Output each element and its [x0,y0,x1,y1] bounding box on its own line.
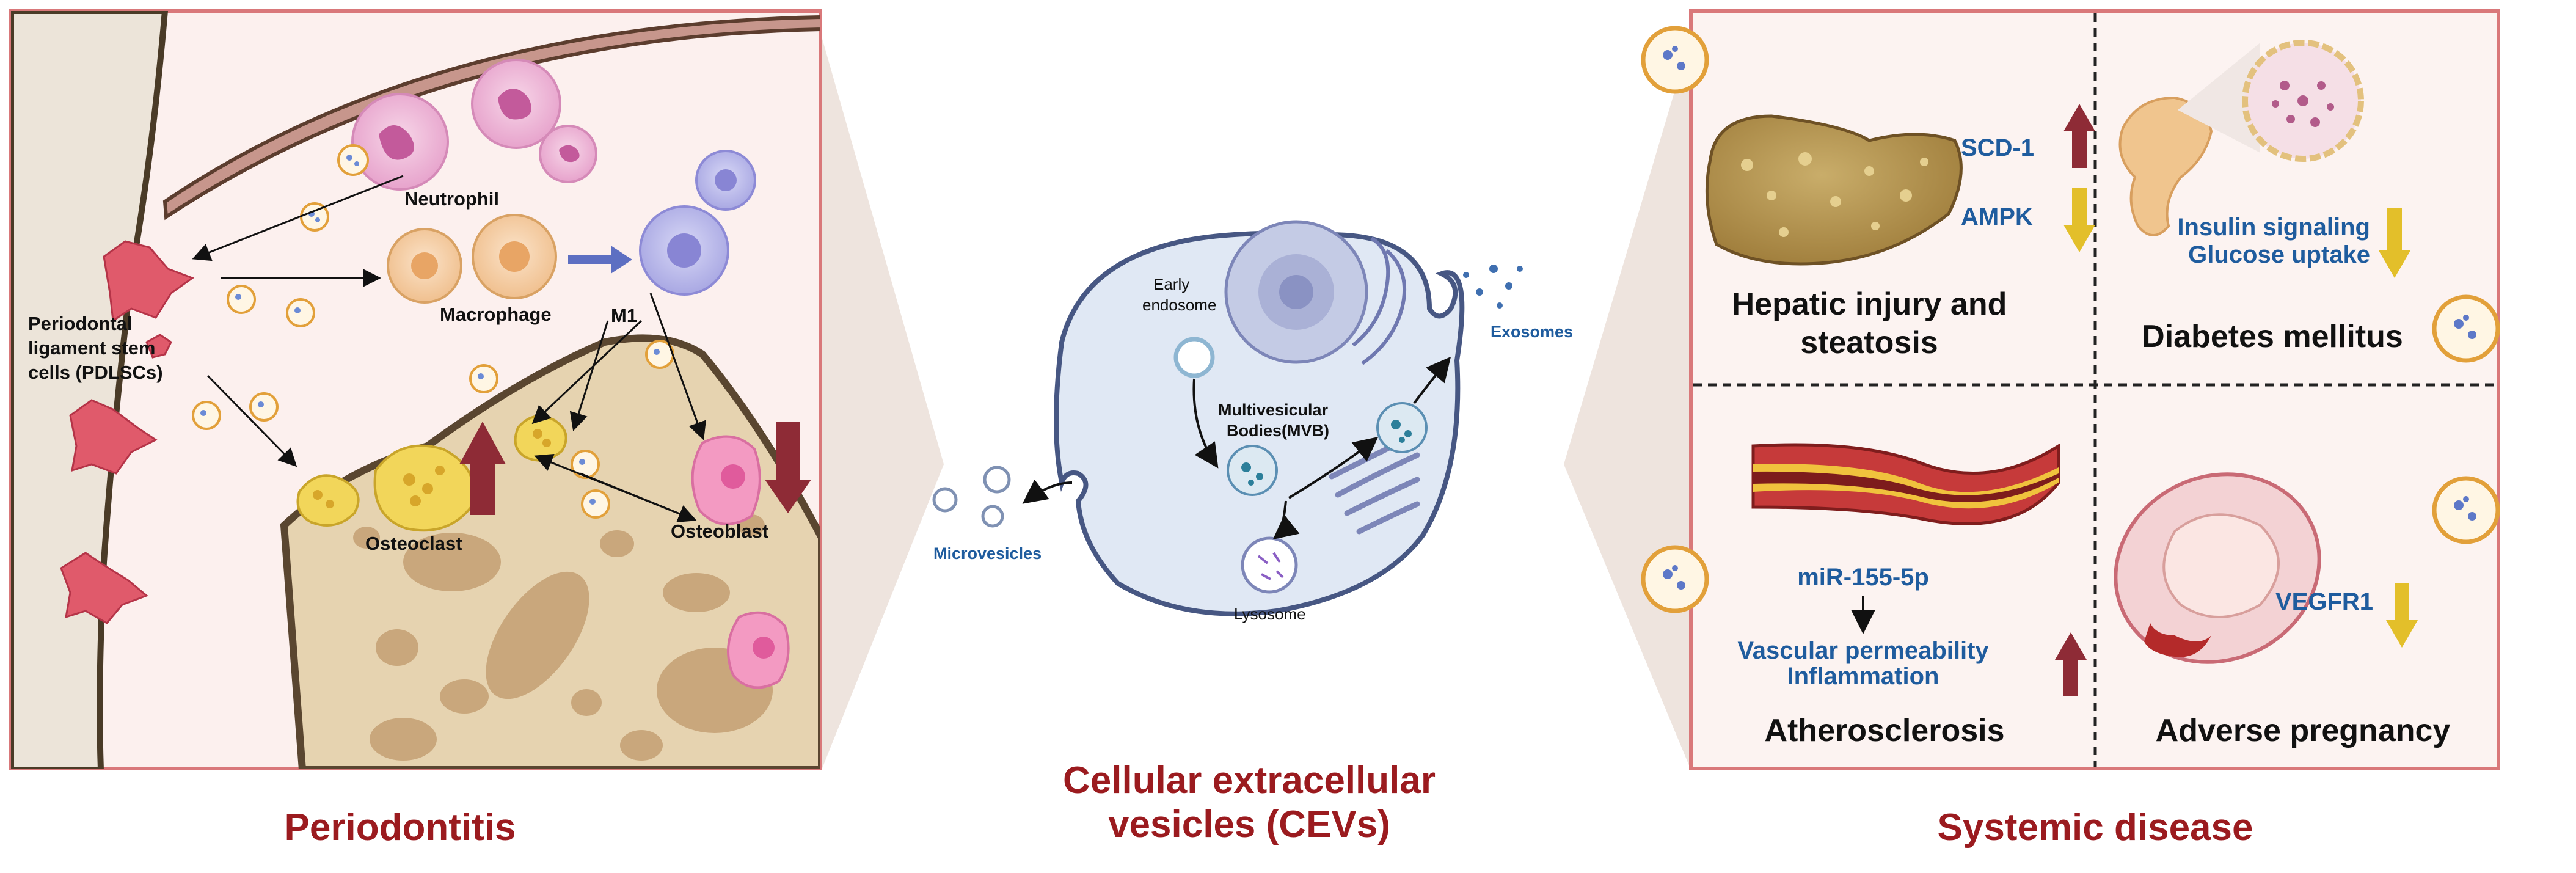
marker-insulin-signaling: Insulin signaling [2177,214,2370,241]
label-macrophage: Macrophage [440,304,552,325]
title-atherosclerosis: Atherosclerosis [1764,713,2004,748]
bleeding-illustration [2144,623,2211,657]
polarization-arrow [568,246,632,274]
osteoclast-nuclei [313,429,551,508]
marker-scd1: SCD-1 [1961,134,2034,161]
osteoblast-down-arrow [765,422,811,513]
effect-inflammation: Inflammation [1787,663,1939,690]
label-early-endosome-1: Early [1153,275,1189,293]
lysosome-contents [1257,552,1284,580]
label-osteoblast: Osteoblast [671,521,768,542]
cell-membrane [1054,230,1465,616]
marker-ampk: AMPK [1961,203,2033,230]
m1-macrophages [639,150,756,296]
marker-glucose-uptake: Glucose uptake [2188,241,2370,268]
osteoblast-nuclei [721,464,775,659]
left-panel: Neutrophil Macrophage M1 Osteoclast Oste… [9,9,822,770]
label-early-endosome-2: endosome [1142,296,1216,314]
diabetes-down-arrow [2379,208,2410,278]
fetus-illustration [2162,513,2280,618]
label-osteoclast: Osteoclast [365,533,462,554]
label-neutrophil: Neutrophil [404,188,499,210]
islet-zoom-wedge [2178,43,2260,153]
macrophages [387,214,557,304]
label-exosomes: Exosomes [1491,323,1573,341]
microvesicles [932,466,1011,528]
ampk-down-arrow [2063,188,2095,252]
title-cevs-line1: Cellular extracellular [1063,759,1436,802]
label-lysosome: Lysosome [1234,605,1306,623]
title-pregnancy: Adverse pregnancy [2156,713,2451,748]
exosome-particles [1463,265,1523,309]
liver-fat-droplets [1741,152,1928,237]
left-connector-wedge [822,37,944,770]
osteoclast-up-arrow [459,422,506,515]
right-panel: SCD-1 AMPK Hepatic injury and steatosis … [1641,9,2500,770]
center-panel: Early endosome Multivesicular Bodies(MVB… [932,220,1573,623]
label-pdlsc-line2: ligament stem [28,337,155,359]
athero-up-arrow [2055,632,2087,696]
artery-lumen [1753,471,2059,502]
title-cevs-line2: vesicles (CEVs) [1108,803,1390,846]
nucleus [1224,220,1407,365]
label-pdlsc-line1: Periodontal [28,313,133,334]
label-m1: M1 [611,305,637,326]
liver-illustration [1705,114,1963,266]
vesicle-dots-left [200,155,660,505]
center-arrows [1022,356,1451,540]
lysosome [1241,536,1298,594]
title-hepatic-2: steatosis [1800,325,1938,360]
title-hepatic-1: Hepatic injury and [1732,287,2007,322]
label-mvb-1: Multivesicular [1218,401,1329,419]
mvb-bodies [1227,402,1428,496]
title-periodontitis: Periodontitis [285,806,516,849]
mirna-label: miR-155-5p [1797,564,1929,591]
vesicle-icons-left [192,144,674,519]
gingiva-band [162,15,820,221]
osteoclast-cells [296,415,567,532]
vesicle-badge-contents [1663,46,2476,590]
vesicle-badges-right [1641,26,2500,613]
islet-cells [2272,81,2334,127]
vegfr1-down-arrow [2386,583,2418,648]
right-connector-wedge [1564,37,1691,770]
title-diabetes: Diabetes mellitus [2142,319,2403,354]
pdlsc-cells [60,240,195,624]
label-pdlsc-line3: cells (PDLSCs) [28,362,163,383]
neutrophils [351,59,597,191]
label-microvesicles: Microvesicles [933,544,1042,563]
scd1-up-arrow [2063,104,2095,168]
marker-vegfr1: VEGFR1 [2275,588,2373,615]
effect-vascular-permeability: Vascular permeability [1737,637,1989,664]
early-endosome [1173,337,1215,378]
left-arrows [192,175,706,522]
pancreas-illustration [2118,96,2213,236]
label-mvb-2: Bodies(MVB) [1227,422,1329,440]
title-systemic-disease: Systemic disease [1937,806,2253,849]
